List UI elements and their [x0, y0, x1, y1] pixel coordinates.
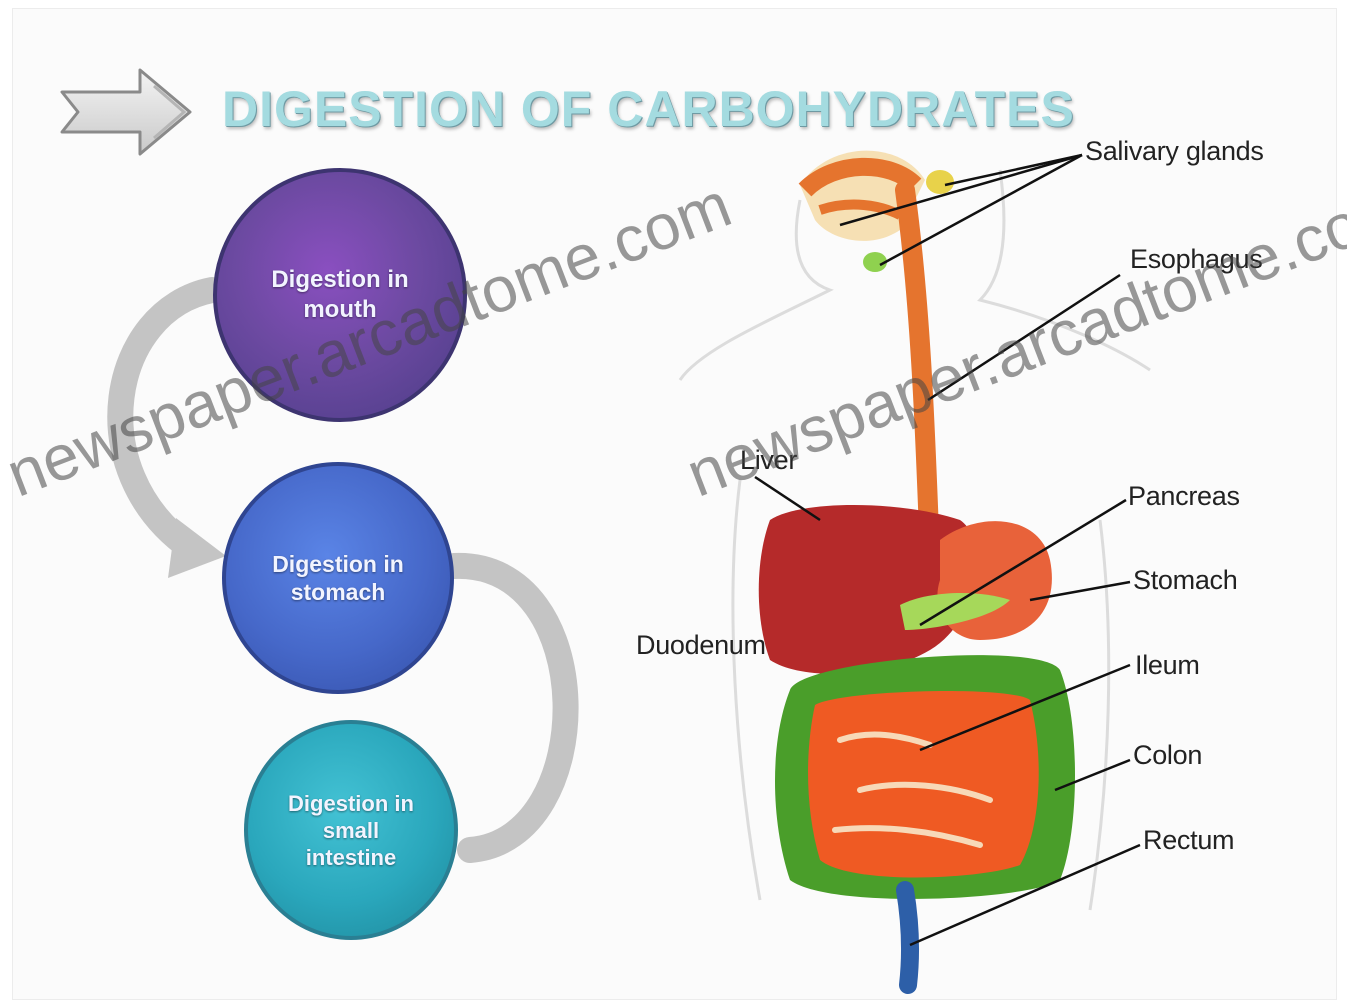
label-pancreas: Pancreas — [1128, 481, 1240, 512]
rectum — [905, 890, 910, 985]
mouth-region — [800, 151, 954, 272]
label-stomach: Stomach — [1133, 565, 1237, 596]
label-rectum: Rectum — [1143, 825, 1234, 856]
label-salivary-glands: Salivary glands — [1085, 136, 1264, 167]
label-esophagus: Esophagus — [1130, 244, 1262, 275]
label-liver: Liver — [740, 445, 797, 476]
label-duodenum: Duodenum — [636, 630, 766, 661]
label-colon: Colon — [1133, 740, 1202, 771]
label-ileum: Ileum — [1135, 650, 1200, 681]
